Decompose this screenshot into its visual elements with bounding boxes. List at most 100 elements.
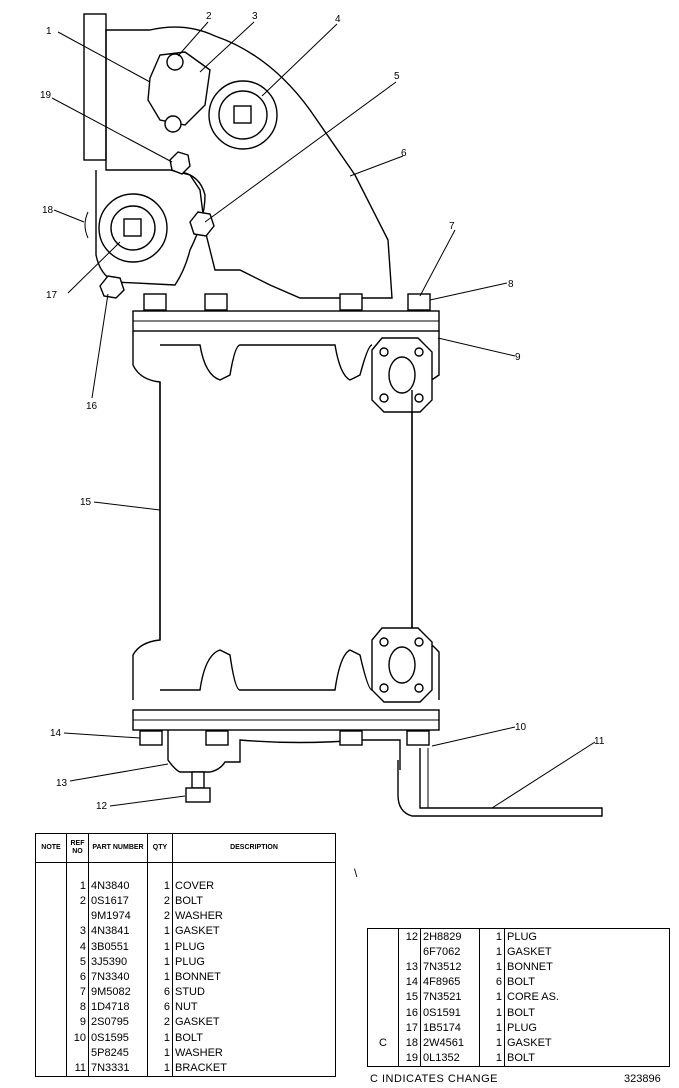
- upper-tank: [132, 331, 161, 700]
- flange-bolt: [379, 637, 389, 647]
- description-cell: STUD: [175, 986, 205, 999]
- table-header-row: NOTE REF NO PART NUMBER QTY DESCRIPTION: [35, 833, 336, 863]
- part-number-cell: 2S0795: [88, 1014, 148, 1031]
- gasket-edge: [84, 211, 89, 239]
- note-cell: [367, 974, 399, 990]
- flange-bolt: [414, 637, 424, 647]
- ref-cell: 6: [66, 969, 89, 985]
- header-note: NOTE: [35, 833, 67, 863]
- note-cell: [35, 893, 67, 909]
- qty-cell: 1: [479, 1004, 505, 1021]
- ref-cell: 8: [66, 999, 89, 1015]
- ref-cell: 13: [398, 959, 421, 975]
- header-description: DESCRIPTION: [172, 833, 336, 863]
- description-cell: BOLT: [175, 1031, 203, 1044]
- plug-square: [233, 105, 252, 124]
- description-cell: BOLT: [507, 1052, 535, 1065]
- upper-tank-scallop: [160, 344, 373, 381]
- qty-cell: 1: [479, 959, 505, 975]
- note-cell: [35, 969, 67, 985]
- ref-cell: [66, 908, 89, 924]
- plug-large-inner: [218, 90, 268, 140]
- plug-inner: [110, 205, 156, 251]
- part-number-cell: 1D4718: [88, 999, 148, 1015]
- qty-cell: 1: [147, 969, 173, 985]
- ref-cell: 12: [398, 928, 421, 945]
- callout-11: 11: [594, 736, 605, 747]
- description-cell: BRACKET: [175, 1062, 227, 1075]
- parts-list-table-left: NOTE REF NO PART NUMBER QTY DESCRIPTION …: [35, 833, 336, 1077]
- description-cell: CORE AS.: [507, 991, 559, 1004]
- ref-cell: 11: [66, 1060, 89, 1077]
- bottom-nut: [139, 730, 163, 746]
- part-number-cell: 9M5082: [88, 984, 148, 1000]
- bonnet-lower: [95, 170, 206, 286]
- part-number-cell: 7N3512: [420, 959, 480, 975]
- ref-cell: 10: [66, 1030, 89, 1046]
- description-cell: NUT: [175, 1001, 198, 1014]
- part-number-cell: 0S1591: [420, 1004, 480, 1021]
- ref-cell: 18: [398, 1035, 421, 1051]
- ref-cell: 5: [66, 954, 89, 970]
- top-nut: [143, 293, 167, 311]
- note-cell: [367, 944, 399, 960]
- callout-12: 12: [96, 801, 108, 812]
- flange-bolt: [414, 393, 424, 403]
- part-number-cell: 9M1974: [88, 908, 148, 924]
- part-number-cell: 0S1617: [88, 893, 148, 909]
- qty-cell: 1: [479, 944, 505, 960]
- note-cell: [367, 959, 399, 975]
- flange-bolt: [379, 683, 389, 693]
- part-number-cell: 7N3331: [88, 1060, 148, 1077]
- stray-mark: \: [354, 866, 358, 880]
- part-number-cell: 4N3840: [88, 878, 148, 894]
- qty-cell: 1: [147, 923, 173, 939]
- ref-cell: 1: [66, 878, 89, 894]
- flange-bolt: [414, 683, 424, 693]
- qty-cell: 1: [147, 1030, 173, 1046]
- callout-14: 14: [50, 728, 62, 739]
- description-cell: BONNET: [175, 970, 221, 983]
- callout-16: 16: [86, 401, 98, 412]
- ref-cell: 16: [398, 1004, 421, 1021]
- description-cell: BOLT: [507, 1006, 535, 1019]
- header-part-number: PART NUMBER: [88, 833, 148, 863]
- inlet-flange: [83, 13, 107, 161]
- qty-cell: 1: [147, 938, 173, 955]
- note-cell: [35, 1030, 67, 1046]
- qty-cell: 1: [479, 928, 505, 945]
- bracket: [397, 748, 603, 817]
- part-number-cell: 4F8965: [420, 974, 480, 990]
- description-cell: GASKET: [507, 945, 552, 958]
- note-cell: [35, 938, 67, 955]
- callout-9: 9: [515, 352, 521, 363]
- note-cell: [35, 984, 67, 1000]
- note-cell: [35, 878, 67, 894]
- callout-7: 7: [449, 221, 455, 232]
- qty-cell: 6: [147, 999, 173, 1015]
- change-indicator-note: C INDICATES CHANGE: [370, 1073, 498, 1085]
- description-cell: COVER: [175, 879, 215, 892]
- callout-3: 3: [252, 11, 258, 22]
- qty-cell: 2: [147, 908, 173, 924]
- flange-bolt: [414, 347, 424, 357]
- note-cell: [35, 954, 67, 970]
- qty-cell: 6: [479, 974, 505, 990]
- qty-cell: 1: [147, 1045, 173, 1061]
- callout-8: 8: [508, 279, 514, 290]
- qty-cell: 1: [479, 1020, 505, 1036]
- header-qty: QTY: [147, 833, 173, 863]
